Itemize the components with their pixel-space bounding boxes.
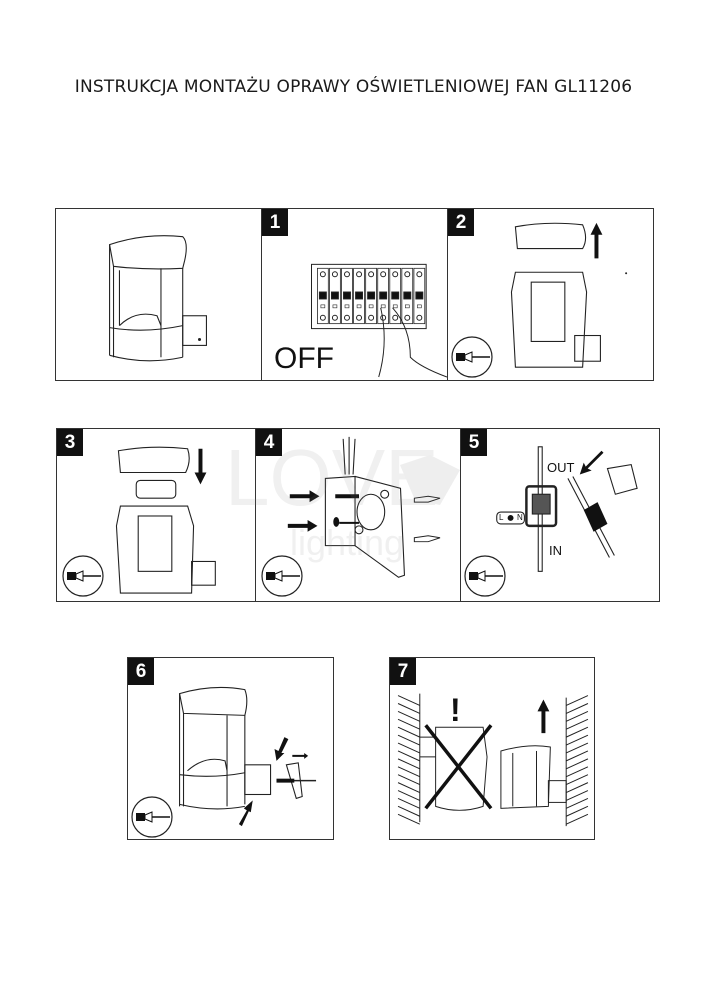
arrow-up-icon: [590, 222, 603, 259]
off-label: OFF: [274, 342, 334, 375]
panel-step-6: 6: [127, 657, 334, 840]
arrow-right-icon: [289, 490, 320, 503]
breaker-module: [389, 267, 402, 325]
breaker-module: [329, 267, 341, 325]
wall-hatch-line: [397, 734, 421, 746]
step-number-2: 2: [448, 209, 474, 236]
wall-hatch-line: [397, 766, 421, 778]
wall-hatch-line: [397, 742, 421, 754]
fit-cover-illustration: [115, 446, 216, 594]
wall-hatch-line: [565, 750, 589, 762]
wiring-illustration: [496, 446, 638, 572]
wall-hatch-line: [565, 782, 589, 793]
wall-hatch-line: [397, 758, 421, 770]
wall-hatch-line: [565, 703, 589, 714]
screwdriver-icon: [451, 336, 493, 378]
wall-hatch-line: [565, 742, 589, 754]
panel-step-3: 3: [56, 428, 256, 602]
breaker-module: [341, 267, 353, 325]
breaker-module: [353, 267, 365, 325]
breaker-panel-illustration: [311, 263, 447, 378]
arrow-right-icon: [287, 519, 318, 532]
wall-hatch-line: [565, 766, 589, 778]
arrow-icon: [274, 737, 289, 761]
wall-hatch-line: [565, 805, 589, 817]
step-number-4: 4: [256, 429, 282, 456]
wall-hatch-line: [565, 813, 589, 825]
arrow-down-left-icon: [579, 450, 604, 475]
breaker-module: [365, 267, 377, 325]
screwdriver-icon: [131, 796, 173, 838]
wall-hatch-line: [397, 805, 421, 817]
step-number-1: 1: [262, 209, 288, 236]
screwdriver-icon: [261, 555, 303, 597]
attach-lamp-illustration: [178, 686, 317, 827]
wall-hatch-line: [565, 726, 589, 738]
panel-step-2: 2: [447, 208, 654, 381]
step-number-3: 3: [57, 429, 83, 456]
wall-hatch-line: [397, 790, 421, 801]
terminal-l-label: L: [499, 513, 504, 522]
wall-hatch-line: [397, 703, 421, 714]
wall-hatch-line: [397, 710, 421, 722]
panel-step-7: 7 !: [389, 657, 595, 840]
correct-orientation-illustration: [397, 693, 589, 827]
screwdriver-icon: [62, 555, 104, 597]
breaker-module: [317, 267, 329, 325]
panel-step-4: 4: [255, 428, 461, 602]
wall-hatch-line: [397, 726, 421, 738]
step-number-6: 6: [128, 658, 154, 685]
arrow-icon: [238, 800, 253, 827]
wall-hatch-line: [565, 758, 589, 770]
out-label: OUT: [547, 460, 575, 475]
wall-hatch-line: [565, 718, 589, 730]
wall-hatch-line: [397, 695, 421, 706]
wall-hatch-line: [397, 782, 421, 793]
wall-hatch-line: [565, 797, 589, 809]
step-number-7: 7: [390, 658, 416, 685]
warning-exclamation: !: [450, 692, 461, 728]
screwdriver-icon: [464, 555, 506, 597]
wall-hatch-line: [397, 718, 421, 730]
wall-hatch-line: [565, 710, 589, 722]
wall-hatch-line: [565, 695, 589, 706]
breaker-module: [413, 267, 426, 325]
document-title: INSTRUKCJA MONTAŻU OPRAWY OŚWIETLENIOWEJ…: [74, 77, 633, 97]
mount-bracket-illustration: [287, 436, 441, 578]
wall-hatch-line: [565, 734, 589, 746]
arrow-icon: [292, 752, 309, 759]
breaker-module: [401, 267, 414, 325]
remove-cover-illustration: [510, 222, 628, 368]
in-label: IN: [549, 543, 562, 558]
arrow-down-icon: [194, 448, 207, 485]
wall-hatch-line: [397, 750, 421, 762]
panel-step-1: 1 OFF: [261, 208, 448, 381]
step-number-5: 5: [461, 429, 487, 456]
panel-step-5: 5 OUT IN L N: [460, 428, 660, 602]
wall-hatch-line: [565, 774, 589, 786]
panel-product-overview: [55, 208, 262, 381]
wall-hatch-line: [397, 813, 421, 825]
wall-hatch-line: [565, 790, 589, 801]
lamp-illustration: [108, 235, 207, 362]
terminal-n-label: N: [517, 513, 523, 522]
wall-hatch-line: [397, 797, 421, 809]
arrow-up-icon: [537, 699, 550, 734]
wall-hatch-line: [397, 774, 421, 786]
